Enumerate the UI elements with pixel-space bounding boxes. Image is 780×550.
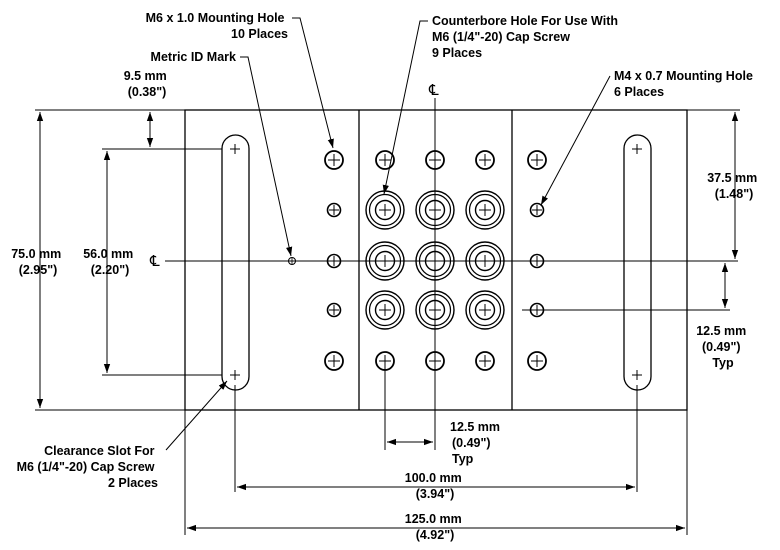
- centerline-symbol-left: ℄: [149, 253, 160, 270]
- callout-slot: Clearance Slot For M6 (1/4"-20) Cap Scre…: [17, 444, 158, 490]
- leader-slot: [165, 380, 228, 451]
- centerline-symbol-top: ℄: [428, 82, 439, 99]
- clearance-slot-left: [221, 134, 250, 391]
- callout-counterbore: Counterbore Hole For Use With M6 (1/4"-2…: [432, 14, 622, 60]
- m6-mounting-hole: [375, 150, 395, 170]
- dim-text-125: 125.0 mm (4.92"): [405, 512, 465, 542]
- leader-counterbore: [382, 20, 428, 195]
- clearance-slot-right: [623, 134, 652, 391]
- m4-mounting-hole: [326, 202, 342, 218]
- callout-m4-hole: M4 x 0.7 Mounting Hole 6 Places: [614, 69, 756, 99]
- counterbore-hole: [365, 190, 405, 230]
- extension-lines: [35, 109, 740, 535]
- callout-m6-hole: M6 x 1.0 Mounting Hole 10 Places: [146, 11, 288, 41]
- dim-text-37-5: 37.5 mm (1.48"): [707, 171, 761, 201]
- plate-outline: [184, 109, 688, 411]
- m6-mounting-hole: [475, 150, 495, 170]
- m6-mounting-hole: [324, 351, 344, 371]
- leader-m6-hole: [292, 17, 334, 149]
- dim-text-56: 56.0 mm (2.20"): [83, 247, 137, 277]
- m6-mounting-hole: [324, 150, 344, 170]
- dim-text-75: 75.0 mm (2.95"): [11, 247, 65, 277]
- leader-metric-id: [240, 56, 293, 257]
- m4-mounting-hole: [529, 202, 545, 218]
- m6-mounting-hole: [527, 351, 547, 371]
- counterbore-hole: [465, 190, 505, 230]
- counterbore-hole: [365, 290, 405, 330]
- callout-metric-id: Metric ID Mark: [151, 50, 236, 64]
- m4-mounting-hole: [326, 302, 342, 318]
- dim-text-12-5-right: 12.5 mm (0.49") Typ: [696, 324, 750, 370]
- m6-mounting-hole: [527, 150, 547, 170]
- counterbore-hole: [465, 290, 505, 330]
- dim-text-100: 100.0 mm (3.94"): [405, 471, 465, 501]
- m6-mounting-hole: [475, 351, 495, 371]
- dim-text-12-5-bottom: 12.5 mm (0.49") Typ: [450, 420, 504, 466]
- dim-text-9-5: 9.5 mm (0.38"): [124, 69, 171, 99]
- leader-m4-hole: [540, 75, 611, 206]
